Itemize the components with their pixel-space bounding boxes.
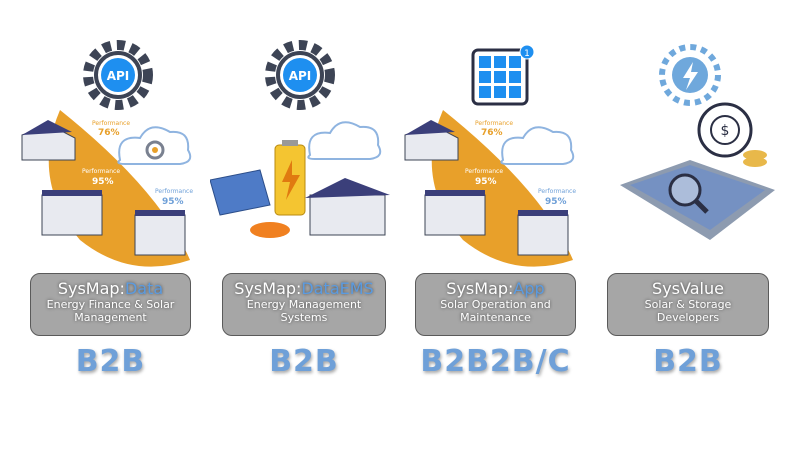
solar-value-illustration: $: [620, 44, 775, 240]
energy-gear-icon: [659, 44, 721, 106]
sysvalue-card[interactable]: SysValue Solar & Storage Developers: [607, 273, 769, 336]
svg-text:API: API: [289, 69, 312, 83]
svg-text:API: API: [107, 69, 130, 83]
api-gear-icon: API: [83, 40, 153, 110]
card-title: SysMap:Data: [57, 279, 164, 298]
svg-text:76%: 76%: [481, 128, 503, 138]
house-icon: [404, 120, 459, 161]
house-icon: [424, 190, 486, 236]
svg-text:95%: 95%: [92, 177, 114, 187]
magnifier-icon: [668, 173, 709, 214]
sysmap-app-card[interactable]: SysMap:App Solar Operation and Maintenan…: [415, 273, 576, 336]
svg-text:Performance: Performance: [475, 120, 513, 127]
card-subtitle: Solar & Storage Developers: [644, 298, 732, 324]
svg-text:Performance: Performance: [465, 168, 503, 175]
card-title: SysMap:App: [446, 279, 545, 298]
svg-text:$: $: [721, 123, 730, 139]
svg-text:95%: 95%: [545, 197, 567, 207]
sysmap-dataems-card[interactable]: SysMap:DataEMS Energy Management Systems: [222, 273, 386, 336]
ems-battery-illustration: API: [210, 40, 390, 238]
svg-text:Performance: Performance: [92, 120, 130, 127]
business-model-tag: B2B: [269, 344, 339, 379]
card-title: SysValue: [652, 279, 724, 298]
house-icon: [41, 190, 103, 236]
svg-text:Performance: Performance: [82, 168, 120, 175]
solar-houses-performance-illustration: API Performance 76% Performance 95% Perf…: [21, 40, 193, 267]
svg-text:Performance: Performance: [538, 188, 576, 195]
house-icon: [305, 178, 390, 236]
svg-text:95%: 95%: [475, 177, 497, 187]
house-icon: [517, 210, 569, 256]
card-title: SysMap:DataEMS: [234, 279, 374, 298]
card-subtitle: Energy Finance & Solar Management: [46, 298, 175, 324]
ev-car-icon: [250, 222, 290, 238]
money-cycle-icon: $: [697, 102, 767, 167]
svg-text:76%: 76%: [98, 128, 120, 138]
battery-icon: [274, 140, 306, 216]
app-solar-houses-illustration: 1 Performance 76% Performance 95% Perfor…: [404, 44, 576, 267]
api-gear-icon: API: [265, 40, 335, 110]
business-model-tag: B2B: [75, 344, 146, 379]
house-icon: [21, 120, 76, 161]
svg-text:95%: 95%: [162, 197, 184, 207]
sysmap-data-card[interactable]: SysMap:Data Energy Finance & Solar Manag…: [30, 273, 191, 336]
cloud-gear-icon: [117, 126, 192, 165]
svg-text:Performance: Performance: [155, 188, 193, 195]
card-subtitle: Solar Operation and Maintenance: [440, 298, 551, 324]
business-model-tag: B2B: [653, 344, 723, 379]
card-subtitle: Energy Management Systems: [246, 298, 362, 324]
house-icon: [134, 210, 186, 256]
solar-panel-app-icon: 1: [471, 44, 535, 106]
svg-text:1: 1: [524, 49, 530, 59]
business-model-tag: B2B2B/C: [420, 344, 571, 379]
solar-panels-icon: [210, 169, 271, 216]
